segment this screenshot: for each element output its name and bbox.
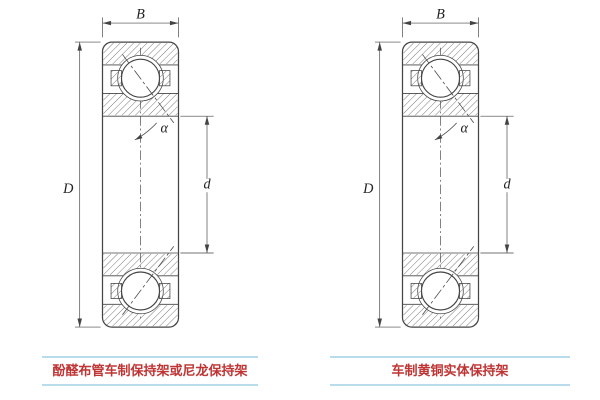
dimension-width: B bbox=[102, 6, 179, 38]
bearing-diagram-right: α B D bbox=[362, 6, 514, 328]
caption-text: 车制黄铜实体保持架 bbox=[391, 363, 509, 378]
diagram-column-right: α B D bbox=[300, 0, 600, 400]
cage-section bbox=[410, 283, 422, 299]
outer-ring-section-bottom bbox=[403, 305, 478, 327]
dimension-width: B bbox=[402, 6, 479, 38]
angle-annotation: α bbox=[434, 120, 468, 141]
bearing-body bbox=[101, 41, 180, 328]
cage-section bbox=[110, 70, 122, 87]
caption-right: 车制黄铜实体保持架 bbox=[330, 356, 570, 387]
dimension-outer-diameter: D bbox=[62, 41, 101, 328]
inner-ring-section-bottom bbox=[103, 253, 178, 275]
caption-text: 酚醛布管车制保持架或尼龙保持架 bbox=[52, 363, 248, 378]
width-label: B bbox=[136, 6, 145, 22]
angle-label: α bbox=[160, 120, 168, 136]
dimension-bore: d bbox=[480, 115, 514, 254]
bore-label: d bbox=[203, 176, 211, 192]
outer-ring-section-bottom bbox=[103, 305, 178, 327]
cage-section bbox=[459, 283, 471, 299]
cage-section bbox=[159, 70, 171, 87]
bearing-body bbox=[401, 41, 480, 328]
bore-label: d bbox=[503, 176, 511, 192]
cage-section bbox=[459, 70, 471, 87]
cage-section bbox=[410, 70, 422, 87]
outer-diameter-label: D bbox=[62, 181, 74, 197]
angle-annotation: α bbox=[134, 120, 168, 141]
width-label: B bbox=[436, 6, 445, 22]
bearing-diagram-left: α B D bbox=[62, 6, 214, 328]
diagram-column-left: α B D bbox=[42, 6, 258, 387]
bearing-outline bbox=[401, 41, 480, 328]
caption-left: 酚醛布管车制保持架或尼龙保持架 bbox=[42, 356, 258, 387]
contact-angle-line-top bbox=[122, 54, 175, 124]
contact-angle-line-bottom bbox=[122, 246, 175, 315]
outer-diameter-label: D bbox=[362, 181, 374, 197]
dimension-outer-diameter: D bbox=[362, 41, 401, 328]
angle-label: α bbox=[460, 120, 468, 136]
cage-section bbox=[110, 283, 122, 299]
cage-section bbox=[159, 283, 171, 299]
dimension-bore: d bbox=[180, 115, 214, 254]
inner-ring-section-bottom bbox=[403, 253, 478, 275]
bearing-outline bbox=[101, 41, 180, 328]
